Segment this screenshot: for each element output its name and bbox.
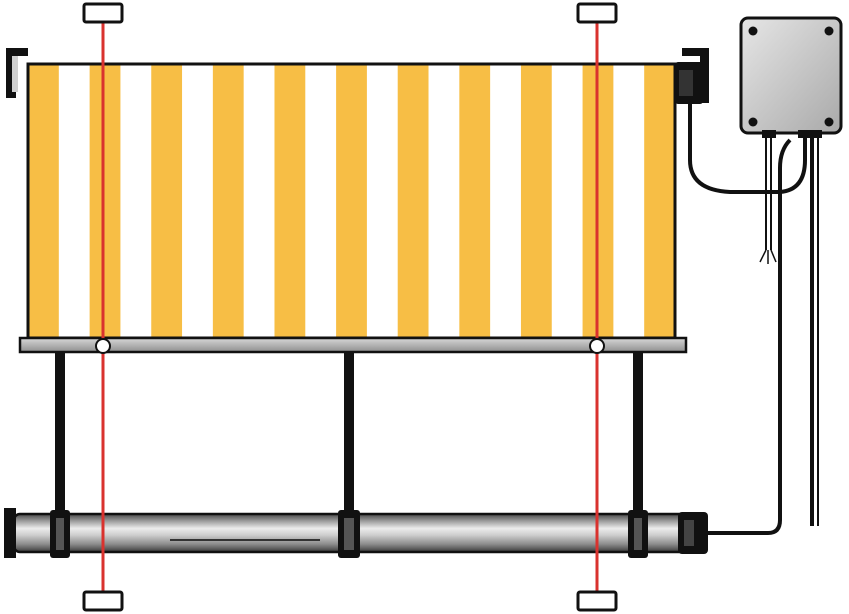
stripe-white [120, 64, 152, 338]
top-right-bracket [675, 48, 709, 104]
wire-anchor [576, 2, 618, 24]
support-arm [55, 352, 65, 518]
stripe-yellow [644, 64, 676, 338]
stripe-yellow [212, 64, 245, 338]
cable [810, 135, 819, 526]
cable [708, 138, 792, 535]
stripe-white [428, 64, 460, 338]
support-arm [344, 352, 354, 518]
loose-wires [759, 135, 777, 264]
stripe-yellow [151, 64, 183, 338]
wire-anchor [576, 590, 618, 612]
stripe-white [243, 64, 275, 338]
wire-eyelet [589, 338, 605, 354]
roller-clip [628, 510, 648, 558]
stripe-white [182, 64, 214, 338]
top-left-bracket [6, 48, 28, 98]
stripe-yellow [397, 64, 430, 338]
stripe-white [551, 64, 584, 338]
stripe-white [366, 64, 399, 338]
cable [708, 170, 785, 539]
stripe-yellow [336, 64, 368, 338]
roller-motor-cap [678, 512, 708, 554]
stripe-yellow [520, 64, 553, 338]
stripe-yellow [28, 64, 60, 338]
roller-clip [338, 510, 360, 558]
fabric-stripes [28, 64, 676, 338]
stripe-yellow [89, 64, 121, 338]
stripe-white [305, 64, 337, 338]
end-bracket [4, 508, 16, 558]
stripe-yellow [459, 64, 491, 338]
roller-clip [50, 510, 70, 558]
wire-anchor [82, 590, 124, 612]
stripe-white [58, 64, 91, 338]
cable [688, 104, 807, 194]
stripe-white [613, 64, 645, 338]
support-arm [633, 352, 643, 518]
wire-eyelet [95, 338, 111, 354]
junction-box [739, 16, 843, 138]
bottom-bar [18, 336, 688, 354]
wire-anchor [82, 2, 124, 24]
stripe-white [490, 64, 522, 338]
fabric-panel [26, 62, 677, 340]
stripe-yellow [274, 64, 306, 338]
